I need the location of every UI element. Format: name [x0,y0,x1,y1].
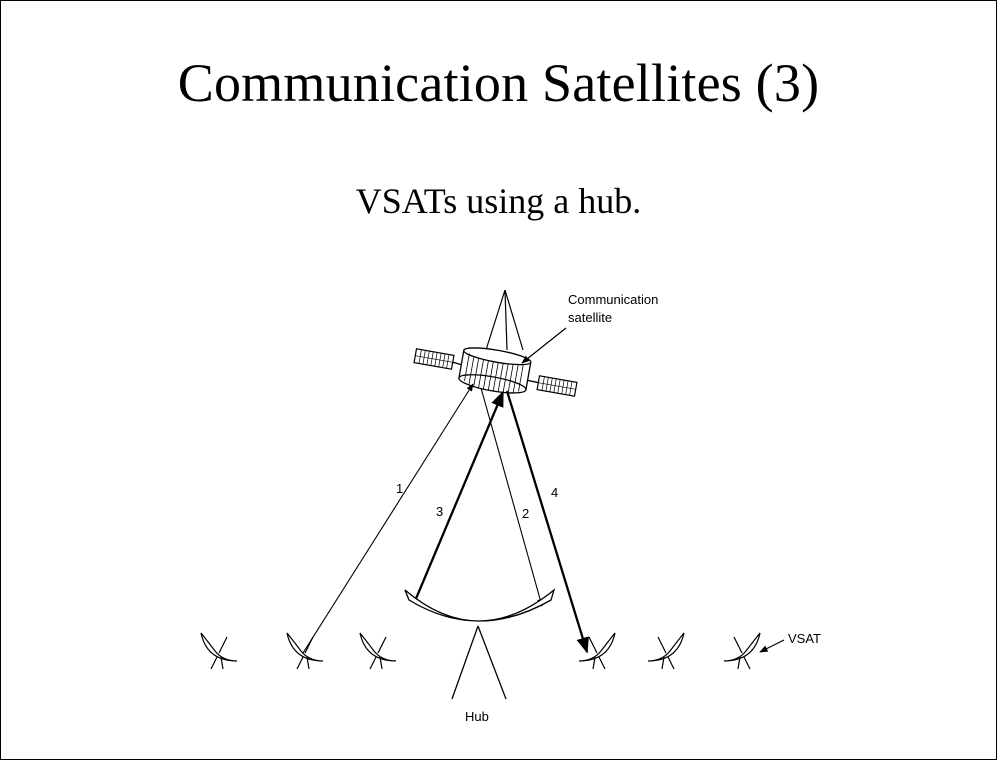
vsat-dish [200,632,238,670]
vsat-dish [286,632,324,670]
slide-title: Communication Satellites (3) [177,53,820,113]
link-label-1: 1 [396,481,403,496]
vsat-dish [647,632,685,670]
link-4-arrow [505,390,589,654]
communication-satellite [458,347,532,394]
link-2-arrow [480,387,544,607]
link-label-3: 3 [436,504,443,519]
satellite-label-line1: Communication [568,292,658,307]
vsat-dish [359,632,397,670]
link-1-arrow [302,383,474,654]
satellite-label-line2: satellite [568,310,612,325]
solar-panel-right [525,375,578,397]
hub-label: Hub [465,709,489,724]
link-3-arrow [413,390,505,602]
slide-subtitle: VSATs using a hub. [355,181,642,221]
hub-dish [404,588,556,700]
vsat-dish [723,632,761,670]
satellite-beams [485,289,524,351]
satellite-pointer-arrow [521,327,567,364]
link-label-4: 4 [551,485,558,500]
vsat-label: VSAT [788,631,821,646]
vsat-dish [578,632,616,670]
vsat-pointer-arrow [759,639,785,653]
solar-panel-left [413,348,467,370]
link-label-2: 2 [522,506,529,521]
